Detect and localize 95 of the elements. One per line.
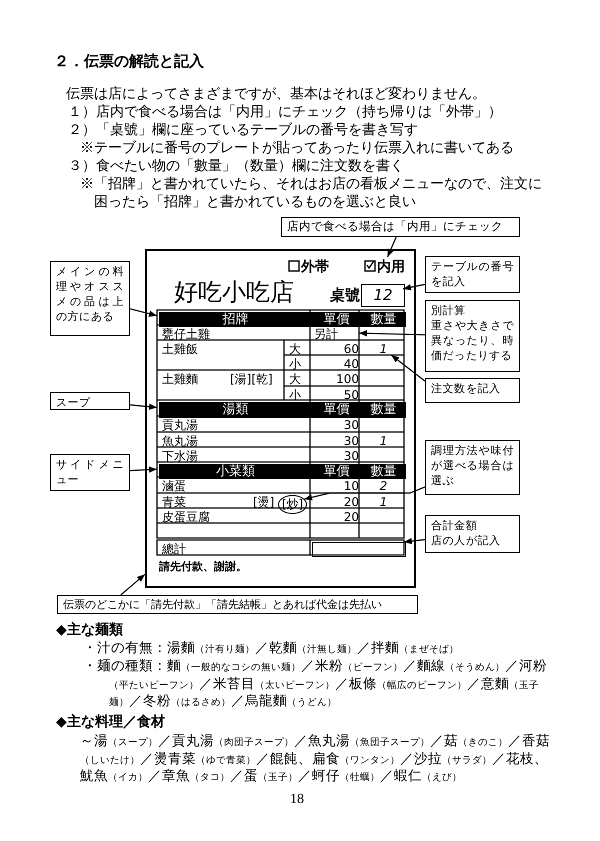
callout-box (425, 256, 520, 293)
callout-text: テーブルの番号を記入 (431, 260, 514, 290)
price: 40 (342, 357, 359, 371)
leader-arrow (358, 330, 426, 336)
callout-text: 調理方法や味付が選べる場合は選ぶ (431, 444, 514, 489)
note-text: ※テーブルに番号のプレートが貼ってあったり伝票入れに書いてある (80, 140, 514, 158)
callout-box (425, 440, 520, 495)
quantity-entry: 1 (378, 495, 388, 509)
size-option: 大 (289, 342, 301, 356)
price: 100 (335, 372, 359, 386)
list-item: ・麺の種類：麵（一般的なコシの無い麺）／米粉（ビーフン）／麵線（そうめん）／河粉（平たいビーフン）／米苔目（太いビーフン）／板條（幅広のビーフン）／意麵（玉子麺）／冬粉（はるさめ）／烏龍麵（うどん） (83, 657, 548, 710)
total-field (312, 542, 406, 557)
callout-text: 重さや大きさで異なったり、時価だったりする (431, 319, 514, 364)
category-header (159, 402, 406, 418)
price: 20 (342, 495, 359, 509)
order-slip (145, 249, 416, 588)
list-item: ～湯（スープ）／貢丸湯（肉団子スープ）／魚丸湯（魚団子スープ）／菇（きのこ）／香菇（しいたけ）／燙青菜（ゆで青菜）／餛飩、扁食（ワンタン）／沙拉（サラダ）／花枝、魷魚（イカ）／章魚（タコ）／蛋（玉子）／蚵仔（牡蠣）／蝦仁（えび） (80, 732, 550, 784)
callout-text: 店の人が記入 (431, 534, 502, 549)
callout-text: 店内で食べる場合は「内用」にチェック (287, 221, 504, 233)
note-text: ※「招牌」と書かれていたら、それはお店の看板メニューなので、注文に困ったら「招牌」と書かれているものを選ぶと良い (80, 176, 543, 212)
page-number: 18 (290, 791, 304, 809)
callout-text: 伝票のどこかに「請先付款」「請先結帳」とあれば代金は先払い (63, 599, 383, 611)
price: 10 (342, 479, 359, 493)
quantity-entry: 1 (378, 434, 388, 448)
column-heading: 數量 (370, 312, 398, 327)
callout-text: メインの料理やオススメの品は上の方にある (56, 265, 124, 325)
quantity-entry: 1 (361, 342, 406, 357)
option-text: [燙] (253, 495, 274, 509)
callout-text: スープ (56, 396, 92, 411)
column-heading: 單價 (322, 402, 350, 417)
section-heading: ◆主な麺類 (56, 621, 123, 639)
column-heading: 單價 (322, 312, 350, 327)
menu-item: 土雞麵 (162, 372, 198, 386)
table-number-field: 12 (361, 284, 405, 307)
category-name: 招牌 (222, 312, 250, 327)
callout-box (50, 261, 130, 336)
price: 50 (342, 388, 359, 402)
column-heading: 數量 (370, 464, 398, 479)
leader-arrow (130, 308, 158, 317)
leader-arrow (386, 236, 397, 258)
instruction-text: １）店内で食べる場合は「内用」にチェック（持ち帰りは「外帯」） (68, 104, 502, 122)
callout-box (425, 378, 520, 403)
category-header (159, 464, 406, 479)
quantity-entry: 2 (378, 479, 388, 493)
column-heading: 單價 (322, 464, 350, 479)
column-heading: 數量 (370, 402, 398, 417)
field-label: 桌號 (330, 286, 360, 305)
callout-box (281, 217, 520, 237)
list-item: ・汁の有無：湯麵（汁有り麺）／乾麵（汁無し麺）／拌麵（まぜそば） (83, 639, 459, 656)
instruction-text: ２）「桌號」欄に座っているテーブルの番号を書き写す (68, 122, 418, 140)
menu-item: 青菜 (162, 495, 186, 509)
callout-text: 合計金額 (431, 519, 478, 534)
price: 60 (342, 342, 359, 356)
menu-item: 皮蛋豆腐 (162, 510, 210, 524)
total-label: 總計 (162, 542, 186, 556)
price: 30 (342, 449, 359, 463)
menu-item: 貢丸湯 (162, 418, 198, 432)
heading: ２．伝票の解読と記入 (54, 52, 204, 71)
instruction-text: ３）食べたい物の「數量」（数量）欄に注文数を書く (68, 158, 404, 176)
menu-item: 下水湯 (162, 449, 198, 463)
leader-arrow (304, 486, 426, 500)
callout-text: サイドメニュー (56, 458, 124, 488)
price: 30 (342, 418, 359, 432)
leader-arrow (404, 538, 426, 544)
menu-item: 甕仔土雞 (162, 327, 210, 341)
category-name: 小菜類 (215, 464, 256, 479)
leader-arrow (402, 284, 426, 290)
leader-arrow (390, 354, 426, 382)
menu-item: 土雞飯 (162, 342, 198, 356)
leader-arrow (120, 574, 146, 596)
callout-box (425, 300, 520, 372)
checkbox: 外帯 (288, 259, 329, 275)
size-option: 小 (289, 357, 301, 371)
callout-text: 別計算 (431, 304, 467, 319)
intro-text: 伝票は店によってさまざまですが、基本はそれほど変わりません。 (66, 86, 486, 104)
section-heading: ◆主な料理／食材 (56, 713, 165, 731)
category-name: 湯類 (222, 402, 250, 417)
callout-box (50, 454, 130, 491)
leader-arrow (130, 404, 158, 410)
callout-box (57, 595, 418, 614)
price-note: 另計 (312, 327, 361, 342)
price: 30 (342, 434, 359, 448)
option-text: [湯][乾] (230, 372, 273, 386)
size-option: 大 (289, 372, 301, 386)
callout-box (425, 515, 520, 553)
shop-name: 好吃小吃店 (174, 277, 294, 308)
callout-box (50, 392, 130, 410)
category-header (159, 312, 406, 327)
checkbox: 内用 (364, 259, 408, 275)
price: 20 (342, 510, 359, 524)
leader-arrow (130, 466, 158, 473)
payment-note: 請先付款、謝謝。 (159, 559, 247, 574)
menu-item: 滷蛋 (162, 479, 186, 493)
callout-text: 注文数を記入 (431, 382, 502, 397)
menu-item: 魚丸湯 (162, 434, 198, 448)
